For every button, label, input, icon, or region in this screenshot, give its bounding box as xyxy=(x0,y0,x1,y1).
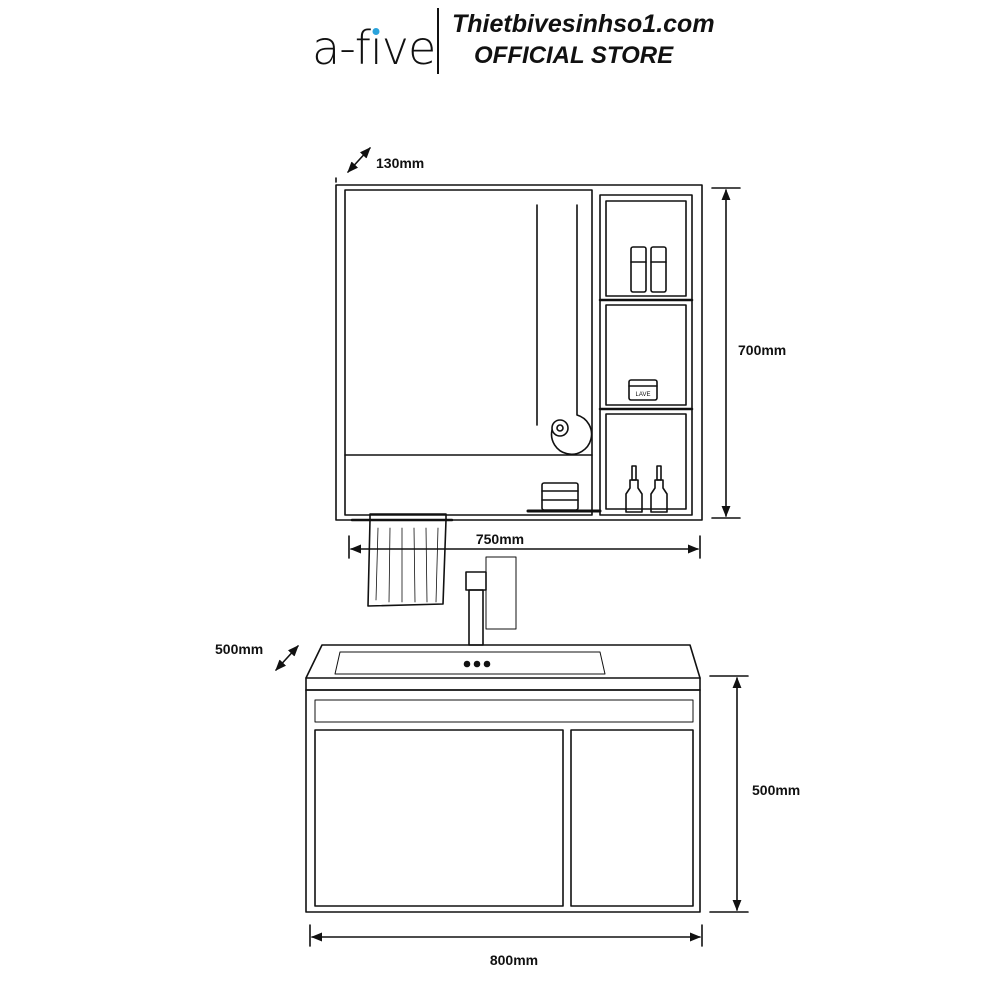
mirror-door xyxy=(344,189,593,516)
cabinet-body xyxy=(305,689,701,913)
drain-hole-icon xyxy=(473,660,481,668)
jar-label: LAVE xyxy=(636,392,651,398)
mirror-cabinet xyxy=(335,184,703,607)
drain-hole-icon xyxy=(463,660,471,668)
drain-hole-icon xyxy=(483,660,491,668)
bottle-icon xyxy=(630,246,647,293)
store-url: Thietbivesinhso1.com xyxy=(452,10,715,38)
logo-text-end: ve xyxy=(381,21,437,75)
dropper-bottle-icon xyxy=(625,479,643,513)
dropper-bottle-icon xyxy=(650,479,668,513)
vanity-cabinet xyxy=(305,556,701,913)
jar-icon xyxy=(541,482,579,511)
towel-icon xyxy=(367,513,447,607)
mirror-light-bar xyxy=(536,204,593,455)
vanity-width-label: 800mm xyxy=(490,952,538,968)
mirror-height-label: 700mm xyxy=(738,342,786,358)
mirror-width-label: 750mm xyxy=(476,531,524,547)
logo-i-stem: ı xyxy=(369,21,383,75)
logo-letter-i: ı xyxy=(369,21,383,75)
faucet-handle xyxy=(465,571,487,591)
logo-dot-icon xyxy=(372,28,380,35)
faucet-backplate xyxy=(485,556,517,630)
header-divider xyxy=(437,8,439,74)
vanity-height-label: 500mm xyxy=(752,782,800,798)
logo-text-start: a-f xyxy=(312,21,371,75)
vanity-depth-label: 500mm xyxy=(215,641,263,657)
mirror-touch-switch-icon xyxy=(551,419,569,437)
faucet-icon xyxy=(468,589,484,646)
mirror-depth-label: 130mm xyxy=(376,155,424,171)
cream-jar-icon xyxy=(628,379,658,401)
cabinet-door-left xyxy=(314,729,564,907)
bottle-icon xyxy=(650,246,667,293)
basin-top xyxy=(305,644,701,679)
basin-bowl xyxy=(334,651,606,675)
open-shelf-unit xyxy=(599,194,693,516)
cabinet-top-rail xyxy=(314,699,694,723)
mirror-cabinet-outline xyxy=(335,184,703,521)
cabinet-door-right xyxy=(570,729,694,907)
dimension-lines xyxy=(275,147,749,947)
store-name: OFFICIAL STORE xyxy=(474,42,674,69)
